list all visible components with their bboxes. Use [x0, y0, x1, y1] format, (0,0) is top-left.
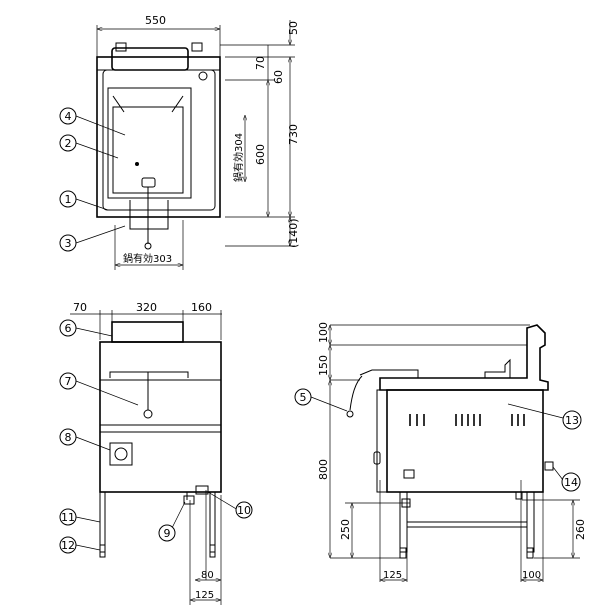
svg-text:4: 4	[65, 110, 72, 123]
fry-pot	[112, 106, 184, 194]
dim-140: (140)	[287, 218, 300, 248]
dim-320: 320	[136, 301, 157, 314]
dim-100b: 100	[522, 570, 541, 581]
callout-10: 10	[235, 501, 253, 519]
svg-text:6: 6	[65, 322, 72, 335]
callout-5: 5	[294, 388, 312, 406]
callout-1: 1	[59, 190, 77, 208]
dim-125: 125	[383, 570, 402, 581]
callout-13: 13	[562, 410, 582, 430]
callout-3: 3	[59, 234, 77, 252]
vent-slots	[409, 414, 525, 426]
side-top	[379, 324, 549, 391]
dim-pot-width: 鍋有効303	[123, 252, 172, 265]
callout-9: 9	[158, 524, 176, 542]
callout-6: 6	[59, 319, 77, 337]
svg-text:2: 2	[65, 137, 72, 150]
dim-pot-depth: 鍋有効304	[232, 133, 245, 182]
svg-text:14: 14	[564, 476, 578, 489]
svg-text:5: 5	[300, 391, 307, 404]
top-view: 550 50 70 60 600 730 (140) 鍋有効304 鍋有効303…	[59, 14, 300, 270]
dim-800: 800	[317, 459, 330, 480]
callout-11: 11	[59, 508, 77, 526]
svg-text:10: 10	[237, 504, 251, 517]
control-box	[109, 442, 133, 466]
dim-600: 600	[254, 144, 267, 165]
callout-2: 2	[59, 134, 77, 152]
dim-50: 50	[287, 21, 300, 35]
callout-8: 8	[59, 428, 77, 446]
dim-150: 150	[317, 355, 330, 376]
dim-250: 250	[339, 519, 352, 540]
callout-4: 4	[59, 107, 77, 125]
dim-60: 60	[272, 70, 285, 84]
svg-text:8: 8	[65, 431, 72, 444]
dim-730: 730	[287, 124, 300, 145]
svg-text:1: 1	[65, 193, 72, 206]
callout-7: 7	[59, 372, 77, 390]
callout-14: 14	[561, 472, 581, 492]
dim-260: 260	[574, 519, 587, 540]
side-body	[386, 389, 544, 493]
dim-80: 80	[201, 570, 214, 581]
svg-text:11: 11	[61, 511, 75, 524]
side-view: 100 150 800 250 260 125 100 5 13 14	[294, 322, 587, 582]
dim-100: 100	[317, 322, 330, 343]
svg-text:13: 13	[565, 414, 579, 427]
svg-text:9: 9	[164, 527, 171, 540]
dim-70: 70	[254, 56, 267, 70]
dim-70: 70	[73, 301, 87, 314]
svg-text:12: 12	[61, 539, 75, 552]
dim-160: 160	[191, 301, 212, 314]
dim-width: 550	[145, 14, 166, 27]
dim-125: 125	[195, 590, 214, 601]
svg-text:7: 7	[65, 375, 72, 388]
svg-text:3: 3	[65, 237, 72, 250]
front-top-shelf	[111, 321, 184, 343]
top-view-body	[96, 56, 221, 218]
callout-12: 12	[59, 536, 77, 554]
top-shelf	[111, 47, 189, 71]
front-view: 70 320 160 80 125 6 7 8 11 12 9 10	[59, 301, 253, 605]
